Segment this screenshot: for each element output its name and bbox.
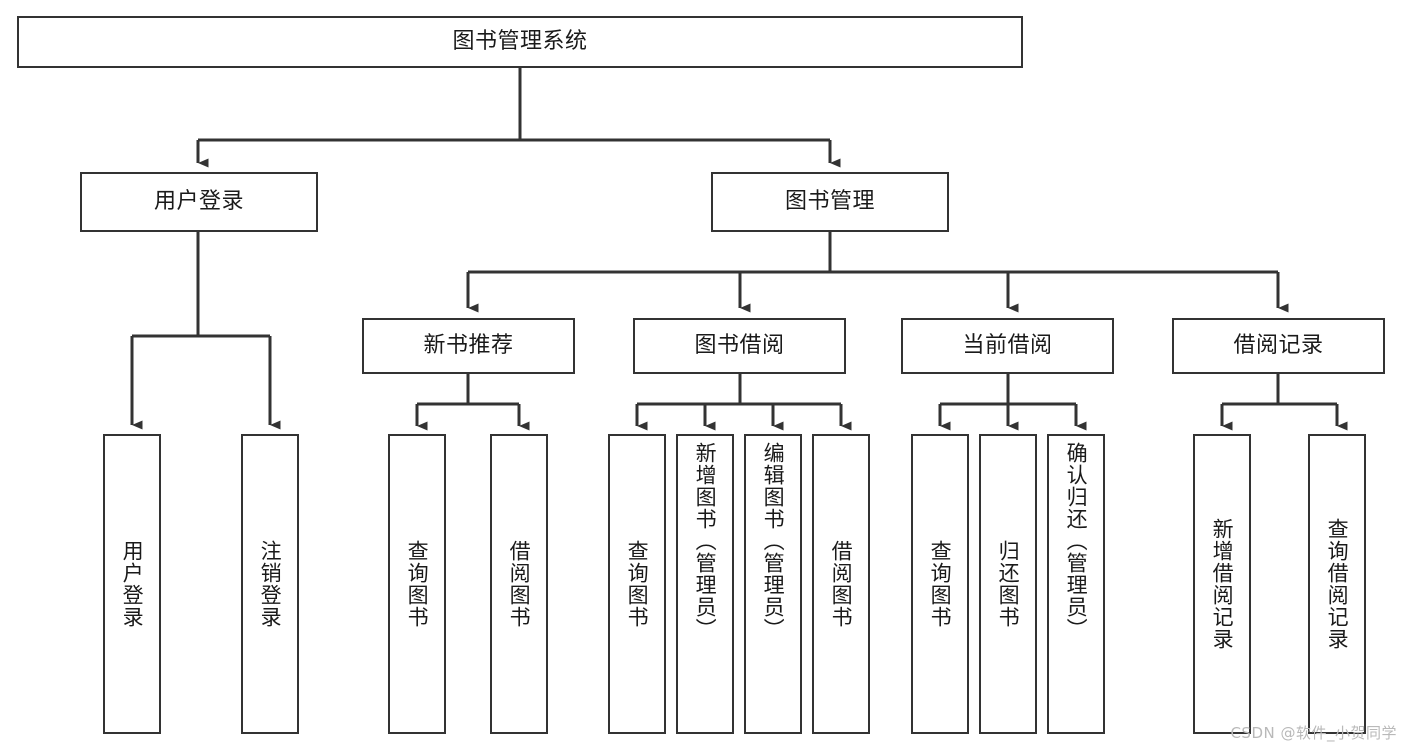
node-leaf-query-book-1-label: 查询图书 bbox=[405, 540, 430, 628]
node-leaf-borrow-book-2[interactable]: 借阅图书 bbox=[812, 434, 870, 734]
node-leaf-borrow-book-1[interactable]: 借阅图书 bbox=[490, 434, 548, 734]
node-root[interactable]: 图书管理系统 bbox=[17, 16, 1023, 68]
node-leaf-logout-label: 注销登录 bbox=[258, 540, 283, 628]
node-leaf-query-book-3-label: 查询图书 bbox=[928, 540, 953, 628]
node-user-login-label: 用户登录 bbox=[153, 188, 244, 214]
node-borrow-record-label: 借阅记录 bbox=[1233, 332, 1324, 358]
node-leaf-query-book-2[interactable]: 查询图书 bbox=[608, 434, 666, 734]
node-book-manage[interactable]: 图书管理 bbox=[711, 172, 949, 232]
node-leaf-borrow-book-1-label: 借阅图书 bbox=[507, 540, 532, 628]
node-leaf-confirm-return[interactable]: 确认归还（管理员） bbox=[1047, 434, 1105, 734]
node-leaf-edit-book[interactable]: 编辑图书（管理员） bbox=[744, 434, 802, 734]
node-leaf-logout[interactable]: 注销登录 bbox=[241, 434, 299, 734]
node-current-borrow-label: 当前借阅 bbox=[962, 332, 1053, 358]
node-new-book-rec-label: 新书推荐 bbox=[423, 332, 514, 358]
node-leaf-query-book-3[interactable]: 查询图书 bbox=[911, 434, 969, 734]
node-leaf-return-book-label: 归还图书 bbox=[996, 540, 1021, 628]
node-leaf-edit-book-label: 编辑图书（管理员） bbox=[761, 442, 786, 640]
node-book-borrow-label: 图书借阅 bbox=[694, 332, 785, 358]
node-leaf-query-record-label: 查询借阅记录 bbox=[1325, 518, 1350, 650]
node-leaf-borrow-book-2-label: 借阅图书 bbox=[829, 540, 854, 628]
node-leaf-user-login-label: 用户登录 bbox=[120, 540, 145, 628]
node-leaf-query-book-2-label: 查询图书 bbox=[625, 540, 650, 628]
node-borrow-record[interactable]: 借阅记录 bbox=[1172, 318, 1385, 374]
node-leaf-user-login[interactable]: 用户登录 bbox=[103, 434, 161, 734]
node-user-login[interactable]: 用户登录 bbox=[80, 172, 318, 232]
node-root-label: 图书管理系统 bbox=[452, 28, 588, 54]
csdn-watermark: CSDN @软件_小贺同学 bbox=[1230, 724, 1397, 742]
node-new-book-rec[interactable]: 新书推荐 bbox=[362, 318, 575, 374]
node-leaf-confirm-return-label: 确认归还（管理员） bbox=[1064, 442, 1089, 640]
node-leaf-add-book[interactable]: 新增图书（管理员） bbox=[676, 434, 734, 734]
node-leaf-add-record-label: 新增借阅记录 bbox=[1210, 518, 1235, 650]
node-leaf-query-record[interactable]: 查询借阅记录 bbox=[1308, 434, 1366, 734]
node-leaf-query-book-1[interactable]: 查询图书 bbox=[388, 434, 446, 734]
node-book-borrow[interactable]: 图书借阅 bbox=[633, 318, 846, 374]
node-leaf-add-record[interactable]: 新增借阅记录 bbox=[1193, 434, 1251, 734]
node-leaf-add-book-label: 新增图书（管理员） bbox=[693, 442, 718, 640]
node-book-manage-label: 图书管理 bbox=[784, 188, 875, 214]
node-leaf-return-book[interactable]: 归还图书 bbox=[979, 434, 1037, 734]
node-current-borrow[interactable]: 当前借阅 bbox=[901, 318, 1114, 374]
